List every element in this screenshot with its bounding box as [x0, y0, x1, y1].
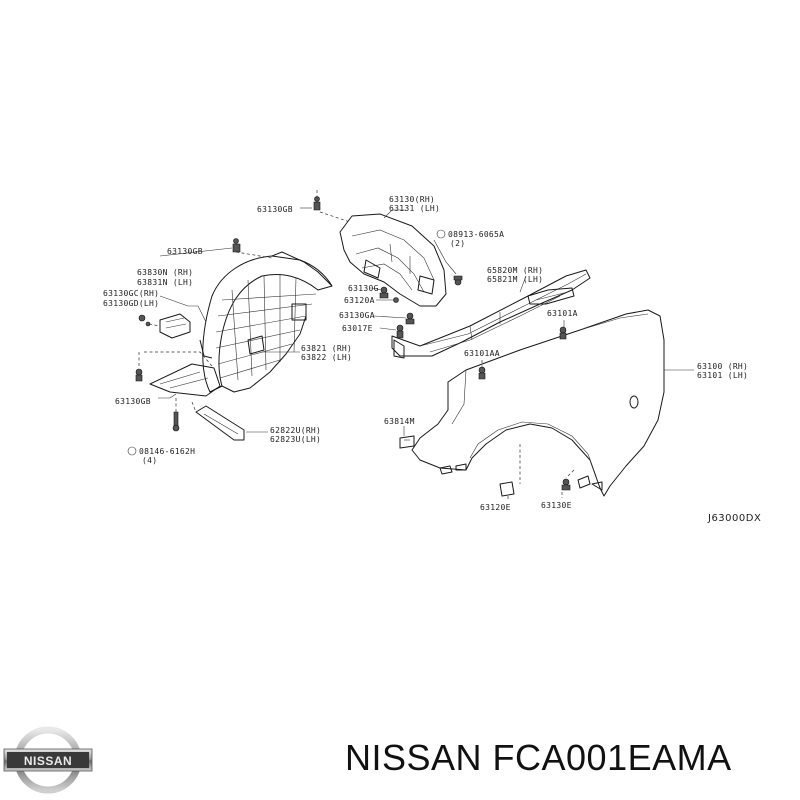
- part-number-title: NISSAN FCA001EAMA: [345, 737, 732, 778]
- label-63120a: 63120A: [344, 296, 375, 305]
- nissan-logo-text: NISSAN: [24, 754, 72, 768]
- label-65820m-rh: 65820M (RH): [487, 266, 543, 275]
- label-63130gb-top: 63130GB: [257, 205, 293, 214]
- n-symbol: [127, 446, 137, 456]
- label-63130e: 63130E: [541, 501, 572, 510]
- label-63130gb-3: 63130GB: [115, 397, 151, 406]
- label-63814m: 63814M: [384, 417, 415, 426]
- bracket-part: [138, 313, 191, 339]
- leader-lines-right: [371, 209, 694, 500]
- label-63130g: 63130G: [348, 284, 379, 293]
- label-63120e: 63120E: [480, 503, 511, 512]
- label-63017e: 63017E: [342, 324, 373, 333]
- label-63131-lh: 63131 (LH): [389, 204, 440, 213]
- diagram-reference-code: J63000DX: [707, 513, 761, 524]
- leader-lines-left: [138, 190, 363, 433]
- label-63130gc-rh: 63130GC(RH): [103, 289, 159, 298]
- label-63101a: 63101A: [547, 309, 578, 318]
- hood-ledge-bracket-part: [391, 269, 591, 359]
- label-63130gb-2: 63130GB: [167, 247, 203, 256]
- nissan-logo: NISSAN: [3, 726, 93, 794]
- label-08913: 08913-6065A: [448, 230, 504, 239]
- label-63821-rh: 63821 (RH): [301, 344, 352, 353]
- callout-labels: 63130GB 63130GB 63830N (RH) 63831N (LH) …: [103, 195, 761, 524]
- label-08146-qty: (4): [142, 456, 157, 465]
- label-63130gd-lh: 63130GD(LH): [103, 299, 159, 308]
- seal-strip-part: [191, 401, 245, 441]
- label-65821m-lh: 65821M (LH): [487, 275, 543, 284]
- fender-liner-part: [149, 251, 333, 397]
- label-08913-qty: (2): [450, 239, 465, 248]
- label-63822-lh: 63822 (LH): [301, 353, 352, 362]
- label-63100-rh: 63100 (RH): [697, 362, 748, 371]
- front-fender-part: [411, 309, 665, 497]
- label-63130ga: 63130GA: [339, 311, 375, 320]
- front-bracket-part: [339, 213, 447, 307]
- label-62822u-rh: 62822U(RH): [270, 426, 321, 435]
- n-symbol: [436, 229, 446, 239]
- fender-fastener-icons: [399, 326, 571, 497]
- label-63101aa: 63101AA: [464, 349, 500, 358]
- label-63101-lh: 63101 (LH): [697, 371, 748, 380]
- label-62823u-lh: 62823U(LH): [270, 435, 321, 444]
- label-63830n-rh: 63830N (RH): [137, 268, 193, 277]
- label-63130-rh: 63130(RH): [389, 195, 435, 204]
- label-63831n-lh: 63831N (LH): [137, 278, 193, 287]
- label-08146: 08146-6162H: [139, 447, 195, 456]
- fastener-icons-center: [379, 275, 463, 339]
- clip-icons: [135, 196, 321, 432]
